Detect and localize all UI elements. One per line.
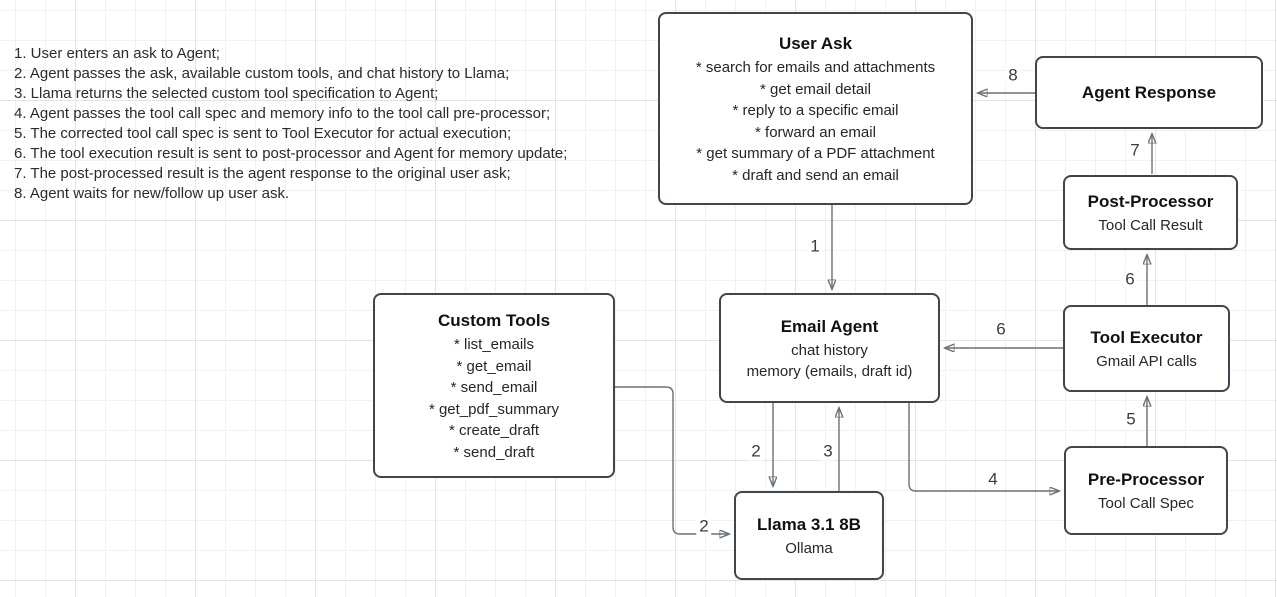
edge-2-customtools-to-llama [615,386,729,534]
edge-label-6-vertical: 6 [1122,269,1138,289]
process-step-4: 4. Agent passes the tool call spec and m… [14,105,551,122]
node-user-ask-item: * forward an email [755,123,876,141]
node-email-agent-line: chat history [791,341,868,359]
node-custom-tools: Custom Tools * list_emails * get_email *… [373,293,615,478]
node-user-ask-item: * get summary of a PDF attachment [696,145,935,162]
process-step-2: 2. Agent passes the ask, available custo… [14,65,510,82]
edge-label-3: 3 [820,441,836,461]
node-tool-executor: Tool Executor Gmail API calls [1063,305,1230,392]
edge-label-4: 4 [985,469,1001,489]
node-llama: Llama 3.1 8B Ollama [734,491,884,580]
node-custom-tools-item: * get_pdf_summary [428,400,560,418]
node-user-ask-item: * search for emails and attachments [695,59,936,76]
node-custom-tools-item: * get_email [456,357,532,375]
edge-label-2-agent-llama: 2 [748,441,764,461]
node-llama-subtitle: Ollama [785,539,833,557]
node-custom-tools-item: * send_draft [453,443,535,461]
process-step-1: 1. User enters an ask to Agent; [14,45,220,62]
node-tool-executor-title: Tool Executor [1090,327,1203,347]
node-llama-title: Llama 3.1 8B [757,514,861,534]
node-pre-processor-title: Pre-Processor [1087,469,1205,489]
node-user-ask: User Ask * search for emails and attachm… [658,12,973,205]
node-tool-executor-subtitle: Gmail API calls [1096,352,1197,370]
node-email-agent-line: memory (emails, draft id) [746,363,913,380]
node-email-agent-title: Email Agent [780,316,879,336]
process-step-3: 3. Llama returns the selected custom too… [14,85,439,102]
edge-label-5: 5 [1123,409,1139,429]
node-agent-response-title: Agent Response [1081,82,1217,102]
edge-4-emailagent-to-preprocessor [908,403,1059,491]
edge-label-6-horizontal: 6 [993,319,1009,339]
edge-label-8: 8 [1005,65,1021,85]
process-step-5: 5. The corrected tool call spec is sent … [14,125,512,142]
edge-label-2-tools-llama: 2 [696,516,712,536]
node-user-ask-item: * draft and send an email [732,166,899,184]
node-custom-tools-item: * send_email [450,379,538,396]
node-user-ask-title: User Ask [778,34,853,53]
node-custom-tools-item: * create_draft [448,422,540,439]
node-pre-processor-subtitle: Tool Call Spec [1098,494,1194,512]
process-step-8: 8. Agent waits for new/follow up user as… [14,185,290,202]
node-custom-tools-item: * list_emails [453,336,535,353]
node-pre-processor: Pre-Processor Tool Call Spec [1064,446,1228,535]
process-steps-list: 1. User enters an ask to Agent; 2. Agent… [14,44,567,204]
node-post-processor-subtitle: Tool Call Result [1098,216,1203,234]
node-user-ask-item: * get email detail [760,80,871,98]
process-step-6: 6. The tool execution result is sent to … [14,145,568,162]
node-agent-response: Agent Response [1035,56,1263,129]
process-step-7: 7. The post-processed result is the agen… [14,165,511,182]
node-user-ask-item: * reply to a specific email [732,102,899,119]
edge-label-7: 7 [1127,140,1143,160]
node-post-processor-title: Post-Processor [1087,191,1214,211]
node-email-agent: Email Agent chat history memory (emails,… [719,293,940,403]
node-post-processor: Post-Processor Tool Call Result [1063,175,1238,250]
edge-label-1: 1 [807,236,823,256]
node-custom-tools-title: Custom Tools [437,311,551,330]
